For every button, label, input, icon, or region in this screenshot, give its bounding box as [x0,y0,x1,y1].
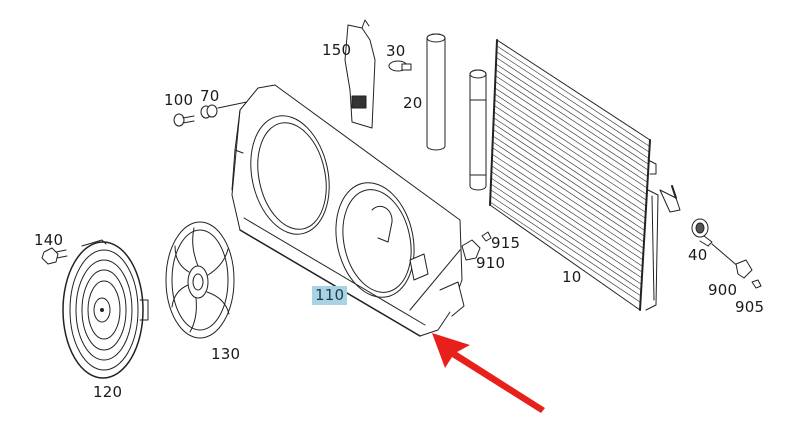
part-label-900: 900 [708,281,738,299]
connector-910-icon [462,240,480,260]
part-label-70: 70 [200,87,220,105]
part-label-905: 905 [735,298,765,316]
fan-blade-icon [166,222,234,338]
bolt-icon [42,248,67,264]
part-label-100: 100 [164,91,194,109]
part-label-110-highlighted: 110 [312,286,348,305]
pipe-fitting-icon [660,186,680,212]
part-label-10: 10 [562,268,582,286]
part-label-40: 40 [688,246,708,264]
part-label-120: 120 [93,383,123,401]
receiver-icon [470,70,486,190]
connector-pin-905-icon [752,280,761,288]
part-label-20: 20 [403,94,423,112]
screw-icon [174,114,194,126]
fan-guard-icon [63,240,148,378]
clamp-icon [389,61,411,71]
bracket-icon [345,20,375,128]
drier-cylinder-icon [427,34,445,150]
part-label-915: 915 [491,234,521,252]
part-label-130: 130 [211,345,241,363]
connector-pin-915-icon [482,232,491,241]
sensor-icon [692,219,740,268]
condenser-icon [490,40,658,310]
connector-900-icon [736,260,752,278]
part-label-140: 140 [34,231,64,249]
part-label-910: 910 [476,254,506,272]
red-arrow-icon [432,333,545,413]
fan-shroud-icon [232,85,464,336]
part-label-150: 150 [322,41,352,59]
part-label-30: 30 [386,42,406,60]
